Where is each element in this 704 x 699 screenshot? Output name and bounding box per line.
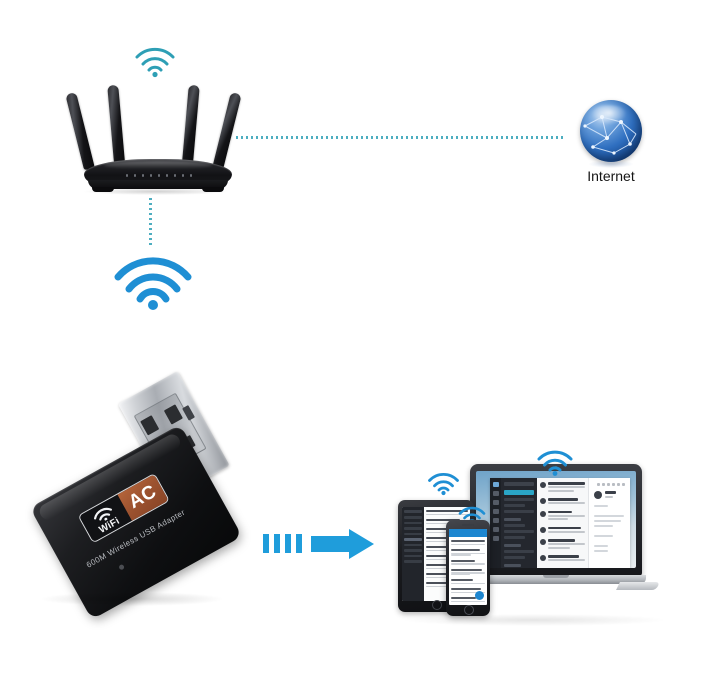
router-body	[84, 159, 232, 192]
list-item	[540, 510, 585, 522]
list-item	[540, 555, 585, 563]
router-foot	[202, 187, 224, 192]
phone-message-list	[449, 537, 487, 605]
arrow-dashes	[263, 534, 302, 553]
list-item	[451, 559, 485, 565]
phone-home-button	[464, 605, 474, 615]
list-item	[451, 540, 485, 545]
adapter-status-led	[118, 563, 125, 571]
mail-reading-pane	[589, 478, 630, 568]
laptop-foot	[616, 582, 660, 590]
laptop-notch	[543, 575, 569, 578]
globe-highlight	[591, 105, 627, 125]
laptop	[466, 464, 660, 602]
router-antenna	[182, 84, 200, 164]
flow-arrow	[263, 528, 375, 560]
ac-badge-label: AC	[125, 481, 161, 514]
list-item	[540, 498, 585, 506]
list-item	[540, 526, 585, 535]
list-item	[451, 597, 485, 602]
list-item	[540, 567, 585, 568]
tablet-sidebar	[402, 507, 424, 601]
list-item	[540, 482, 585, 493]
wifi-signal-icon	[427, 471, 460, 496]
wifi-signal-icon	[113, 253, 193, 311]
arrow-head-icon	[311, 529, 374, 559]
wifi-signal-icon	[133, 44, 177, 78]
tablet-home-button	[432, 600, 442, 610]
phone-compose-button	[475, 591, 484, 600]
phone-speaker	[462, 524, 474, 526]
mail-message-list	[537, 478, 589, 568]
router-front-edge	[88, 180, 228, 189]
globe-icon	[580, 100, 642, 168]
list-item	[451, 568, 485, 575]
phone-shell	[446, 520, 490, 616]
laptop-base	[466, 575, 646, 584]
internet-node: Internet	[570, 100, 652, 192]
wifi-badge-cell: WiFi	[78, 494, 132, 543]
mail-toolbar	[594, 483, 625, 486]
mail-body-text	[594, 505, 625, 552]
list-item	[451, 579, 485, 584]
usb-adapter-body: WiFi AC 600M Wireless USB Adapter	[29, 424, 243, 620]
adapter-shadow	[42, 592, 222, 606]
globe-network-lines	[583, 115, 637, 155]
internet-label: Internet	[587, 168, 635, 184]
usb-wifi-adapter: WiFi AC 600M Wireless USB Adapter	[29, 371, 288, 620]
router-antenna	[107, 84, 125, 164]
devices-shadow	[404, 614, 664, 626]
router-shadow	[84, 188, 228, 195]
list-item	[451, 588, 485, 593]
list-item	[540, 539, 585, 550]
list-item	[451, 549, 485, 556]
laptop-screen	[476, 471, 636, 568]
client-devices	[398, 456, 676, 624]
wifi-ac-badge: WiFi AC	[77, 472, 171, 544]
wifi-signal-icon	[536, 448, 574, 477]
globe-reflection	[588, 160, 634, 168]
router-top-shell	[84, 159, 232, 184]
mail-sender	[594, 491, 625, 499]
mail-sidebar	[501, 478, 537, 568]
router-led-strip	[126, 174, 192, 178]
phone-app-header	[449, 529, 487, 537]
router-foot	[92, 187, 114, 192]
router-adapter-link	[149, 198, 152, 248]
router-gloss	[104, 161, 212, 169]
mail-sidebar-selected	[504, 490, 534, 495]
wireless-router	[65, 75, 242, 200]
laptop-lid	[470, 464, 642, 576]
mail-client-window	[490, 478, 630, 568]
phone-screen	[449, 529, 487, 605]
mail-icon-rail	[490, 478, 501, 568]
smartphone	[446, 520, 490, 616]
router-internet-link	[236, 136, 566, 139]
list-item	[426, 510, 468, 515]
